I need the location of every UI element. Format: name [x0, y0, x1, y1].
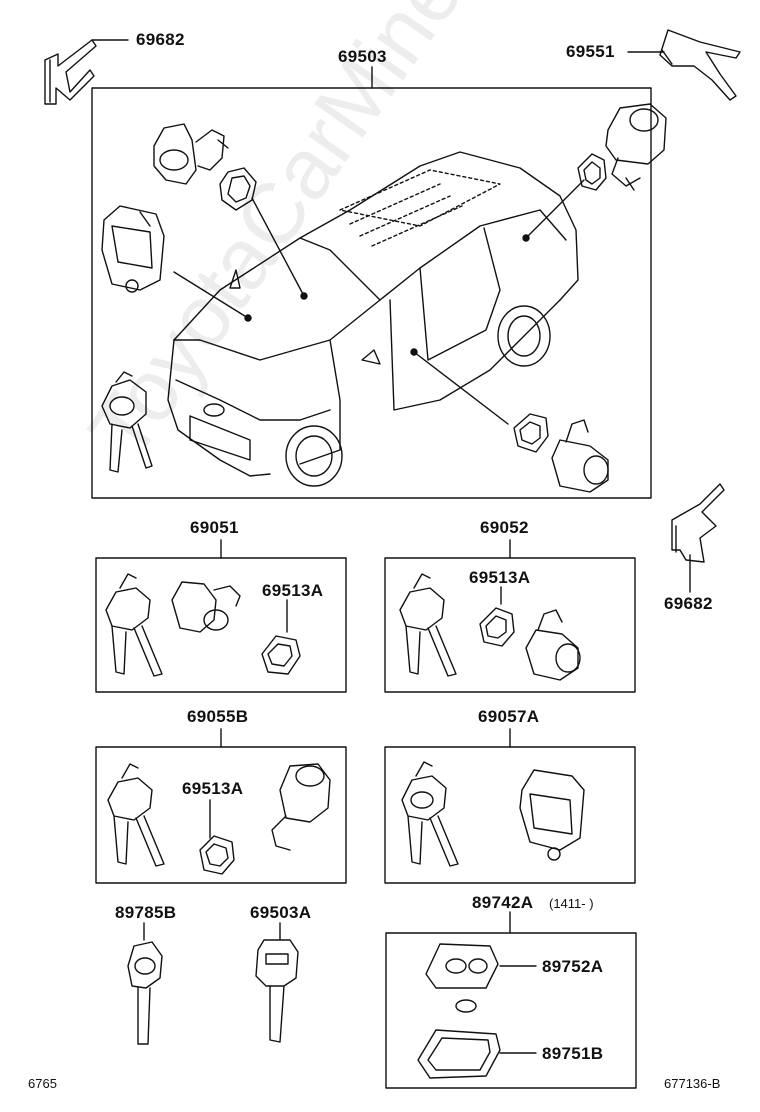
set-a-keys [105, 573, 163, 677]
set-69051-frame [95, 557, 347, 693]
label-set-b: 69052 [480, 518, 529, 537]
label-transmitter: 89742A [472, 893, 534, 912]
set-c-cylinder [271, 763, 331, 851]
label-ring-b: 69513A [469, 568, 531, 587]
set-c-ring [199, 835, 235, 875]
label-key-a: 89785B [115, 903, 177, 922]
set-b-ring [479, 607, 515, 647]
label-clip-top-right: 69551 [566, 42, 615, 61]
set-a-ring [261, 635, 301, 675]
label-key-b: 69503A [250, 903, 312, 922]
main-keys [101, 371, 153, 473]
ring-top-left [219, 167, 257, 211]
label-ring-c: 69513A [182, 779, 244, 798]
transmitter-case [417, 1029, 501, 1079]
side-lock-bottom-right [551, 419, 609, 493]
set-69057a-frame [384, 746, 636, 884]
label-clip-top-left: 69682 [136, 30, 185, 49]
label-clip-right: 69682 [664, 594, 713, 613]
label-case: 89751B [542, 1044, 604, 1063]
label-set-a: 69051 [190, 518, 239, 537]
transmitter-cover [425, 943, 499, 989]
footer-right-code: 677136-B [664, 1076, 721, 1091]
set-b-cylinder [525, 609, 581, 681]
label-ring-a: 69513A [262, 581, 324, 600]
label-set-d: 69057A [478, 707, 540, 726]
key-69503a [255, 939, 299, 1043]
transmitter-frame [385, 932, 637, 1089]
ignition-lock [101, 205, 165, 293]
ring-top-right [577, 153, 607, 191]
footer-left-code: 6765 [28, 1076, 57, 1091]
label-cover: 89752A [542, 957, 604, 976]
van-drawing [167, 151, 579, 487]
label-transmitter-date: (1411- ) [549, 896, 594, 911]
set-d-keys [401, 761, 459, 867]
clip-right [671, 483, 725, 563]
clip-top-right [659, 29, 741, 101]
set-c-keys [107, 763, 165, 867]
clip-top-left [44, 39, 97, 105]
set-a-cylinder [171, 581, 241, 633]
set-b-keys [399, 573, 457, 677]
key-89785b [127, 941, 163, 1045]
set-d-ignition [519, 769, 585, 861]
transmitter-battery [455, 999, 477, 1013]
label-main-assembly: 69503 [338, 47, 387, 66]
rear-lock-top-right [605, 103, 667, 191]
ring-bottom-right [513, 413, 549, 453]
set-69055b-frame [95, 746, 347, 884]
door-lock-top-left [153, 123, 229, 185]
label-set-c: 69055B [187, 707, 249, 726]
